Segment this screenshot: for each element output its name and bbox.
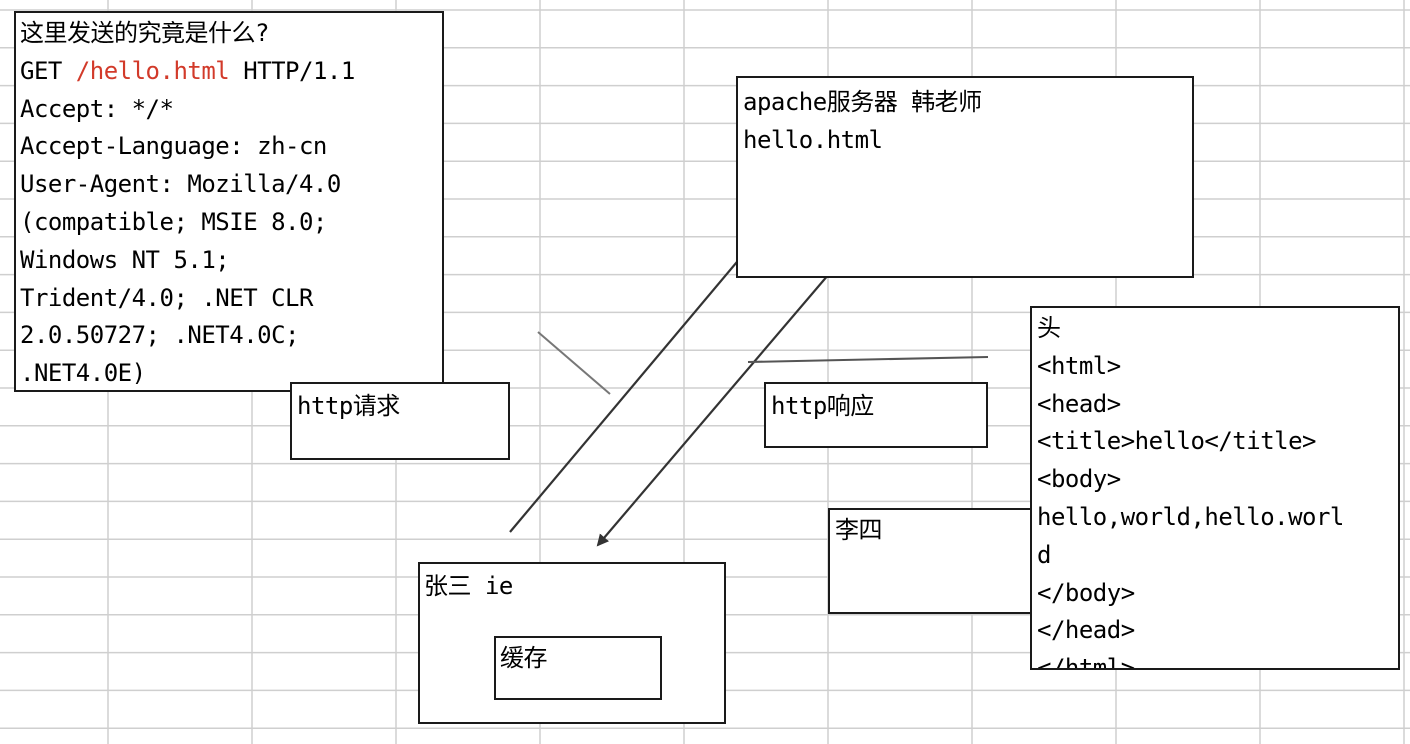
request-header-line: (compatible; MSIE 8.0; (20, 207, 327, 236)
request-header-line: Accept: */* (20, 94, 174, 123)
http-response-label: http响应 (771, 392, 874, 420)
client-title: 张三 ie (424, 572, 513, 600)
response-line: hello,world,hello.worl (1037, 502, 1344, 531)
response-line: </html> (1037, 654, 1135, 670)
response-line: </body> (1037, 578, 1135, 607)
cache-box: 缓存 (494, 636, 662, 700)
http-response-label-box: http响应 (764, 382, 988, 448)
request-header-line: Trident/4.0; .NET CLR (20, 283, 313, 312)
http-request-label-box: http请求 (290, 382, 510, 460)
request-title: 这里发送的究竟是什么? (20, 19, 269, 47)
request-content-box: 这里发送的究竟是什么? GET /hello.html HTTP/1.1 Acc… (14, 11, 444, 392)
response-line: <html> (1037, 351, 1121, 380)
lisi-label: 李四 (835, 516, 883, 544)
apache-server-box: apache服务器 韩老师 hello.html (736, 76, 1194, 278)
lisi-box: 李四 (828, 508, 1038, 614)
request-header-line: Windows NT 5.1; (20, 245, 230, 274)
server-title: apache服务器 韩老师 (743, 88, 982, 116)
request-path: /hello.html (75, 56, 230, 85)
request-header-line: User-Agent: Mozilla/4.0 (20, 170, 341, 199)
response-content-box: 头 <html> <head> <title>hello</title> <bo… (1030, 306, 1400, 670)
request-header-line: 2.0.50727; .NET4.0C; (20, 321, 299, 350)
response-line: <title>hello</title> (1037, 427, 1316, 456)
http-request-label: http请求 (297, 392, 400, 420)
response-line: 头 (1037, 314, 1061, 342)
request-header-line: .NET4.0E) (20, 359, 146, 388)
request-header-line: Accept-Language: zh-cn (20, 132, 327, 161)
response-line: <body> (1037, 465, 1121, 494)
response-line: d (1037, 540, 1051, 569)
response-line: <head> (1037, 389, 1121, 418)
request-protocol: HTTP/1.1 (229, 56, 355, 85)
server-file: hello.html (743, 125, 883, 154)
request-line: GET /hello.html HTTP/1.1 (20, 53, 442, 91)
request-method: GET (20, 56, 76, 85)
response-line: </head> (1037, 616, 1135, 645)
cache-label: 缓存 (500, 644, 548, 672)
